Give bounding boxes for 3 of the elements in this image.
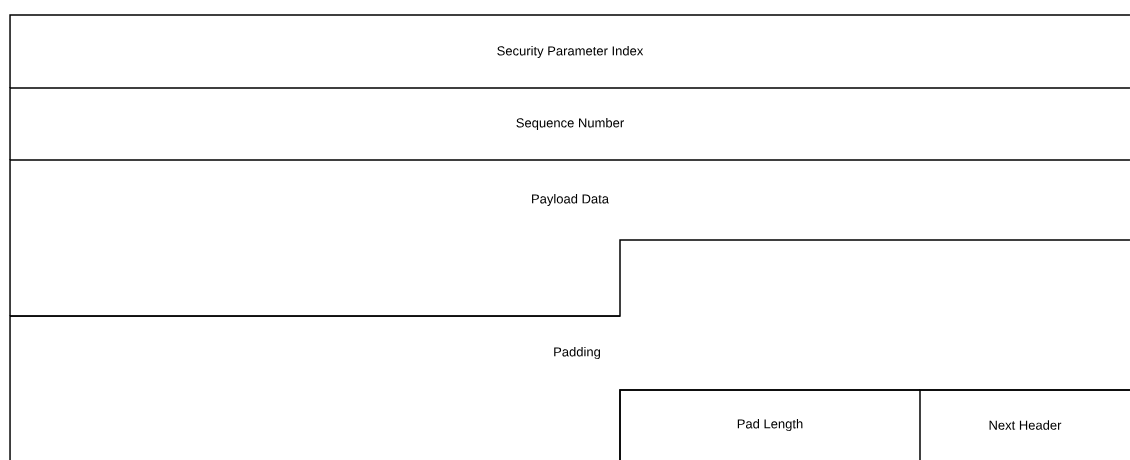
field-box: Sequence Number — [9, 87, 1130, 161]
field-box: Payload Data — [9, 159, 1130, 317]
field-box: Security Parameter Index — [9, 14, 1130, 89]
